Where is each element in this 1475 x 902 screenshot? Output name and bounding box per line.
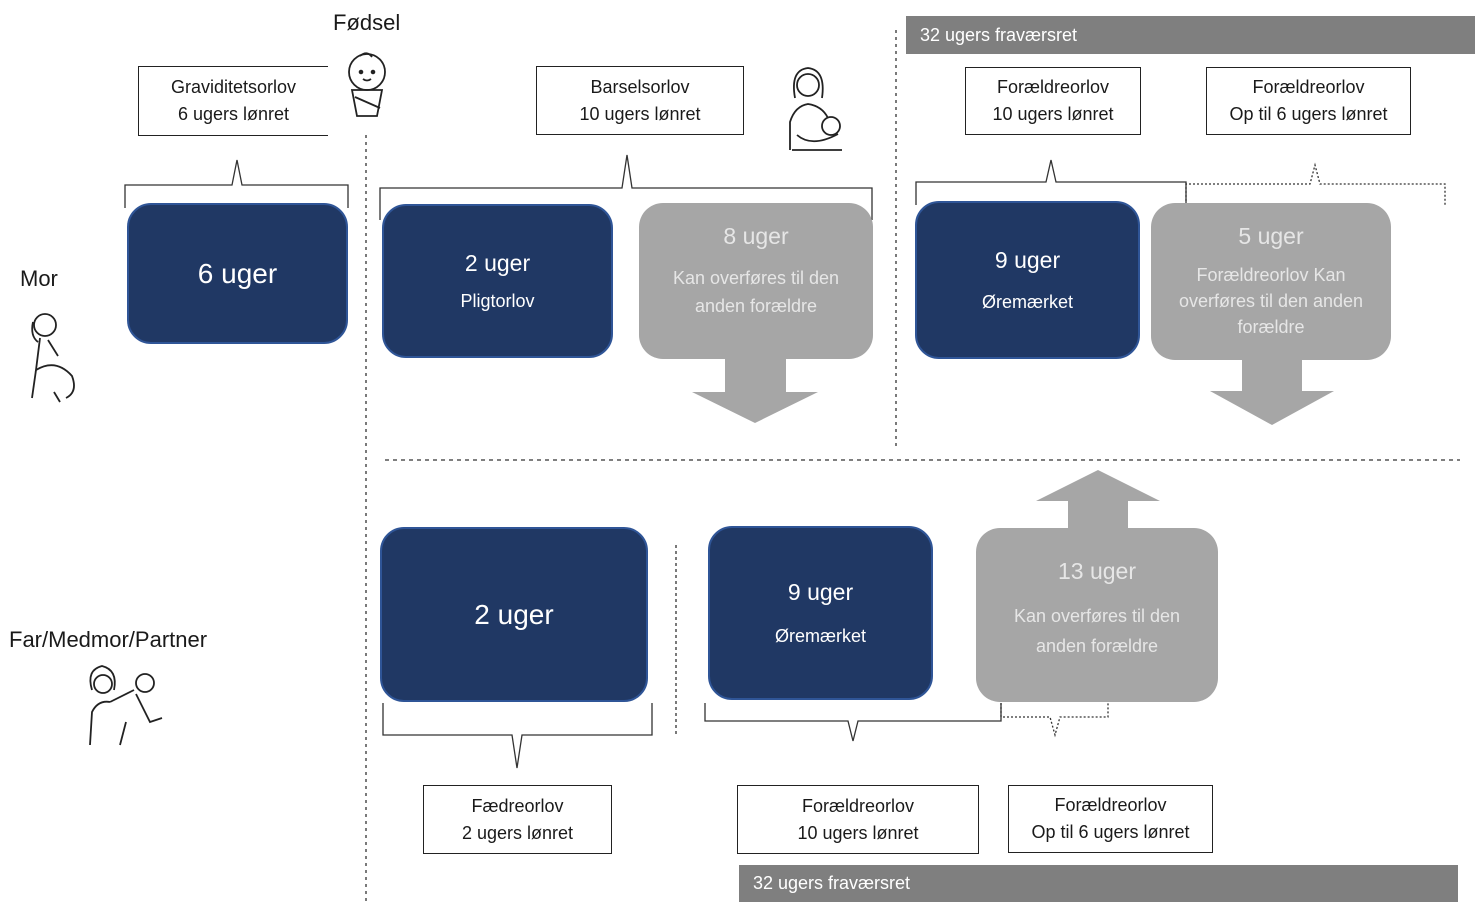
label-title: Forældreorlov: [1252, 77, 1365, 97]
absence-bar-mother: 32 ugers fraværsret: [906, 16, 1475, 54]
label-sub: 10 ugers lønret: [579, 103, 701, 124]
label-title: Graviditetsorlov: [170, 77, 297, 97]
label-graviditetsorlov: Graviditetsorlov 6 ugers lønret: [138, 66, 328, 136]
pregnant-woman-icon: [31, 313, 75, 403]
block-sub: Øremærket: [774, 626, 866, 646]
mother-label: Mor: [20, 266, 58, 291]
block-foraeldre-transferable-mor: 5 uger Forældreorlov Kan overføres til d…: [1151, 203, 1391, 360]
block-pligtorlov: 2 uger Pligtorlov: [382, 204, 613, 358]
absence-bar-partner: 32 ugers fraværsret: [739, 865, 1458, 902]
brace-foraeldre-mor: [915, 159, 1187, 205]
block-sub: Kan overføres til den anden forældre: [1013, 606, 1181, 656]
parent-with-child-icon: [89, 665, 163, 746]
label-sub: 2 ugers lønret: [461, 822, 574, 843]
label-title: Forældreorlov: [996, 77, 1110, 97]
brace-foraeldre-partner-optional: [1000, 703, 1109, 738]
label-sub: 6 ugers lønret: [177, 104, 290, 124]
mother-with-baby-icon: [789, 67, 842, 151]
label-title: Fædreorlov: [471, 795, 564, 816]
block-sub: Kan overføres til den anden forældre: [672, 268, 840, 316]
block-weeks: 6 uger: [197, 257, 278, 289]
label-title: Barselsorlov: [590, 76, 690, 97]
block-weeks: 2 uger: [474, 598, 554, 630]
label-sub: Op til 6 ugers lønret: [1031, 822, 1190, 842]
transfer-arrow-down-1: [692, 355, 818, 423]
brace-foraeldre-partner: [704, 703, 1002, 742]
label-title: Forældreorlov: [1054, 795, 1167, 815]
partner-label: Far/Medmor/Partner: [9, 627, 208, 652]
label-foraeldreorlov-partner-optional: Forældreorlov Op til 6 ugers lønret: [1008, 785, 1213, 853]
brace-graviditet: [124, 159, 349, 208]
block-weeks: 9 uger: [994, 247, 1061, 273]
birth-label: Fødsel: [333, 10, 401, 35]
block-foraeldre-oremaerket-partner: 9 uger Øremærket: [708, 526, 933, 700]
label-foraeldreorlov-partner: Forældreorlov 10 ugers lønret: [737, 785, 979, 854]
block-graviditetsorlov: 6 uger: [127, 203, 348, 344]
block-weeks: 9 uger: [787, 579, 854, 605]
block-weeks: 2 uger: [464, 250, 531, 276]
block-sub: Øremærket: [981, 292, 1073, 312]
brace-faedre: [382, 703, 653, 769]
block-foraeldre-transferable-partner: 13 uger Kan overføres til den anden foræ…: [976, 528, 1218, 702]
block-sub: Pligtorlov: [460, 291, 535, 311]
block-barsel-transferable: 8 uger Kan overføres til den anden foræl…: [639, 203, 873, 359]
transfer-arrow-down-2: [1210, 355, 1334, 425]
block-foraeldre-oremaerket-mor: 9 uger Øremærket: [915, 201, 1140, 359]
block-weeks: 5 uger: [1238, 223, 1304, 249]
label-sub: 10 ugers lønret: [992, 104, 1114, 124]
brace-barsel: [379, 154, 873, 220]
baby-icon: [348, 52, 386, 117]
label-barselsorlov: Barselsorlov 10 ugers lønret: [536, 66, 744, 135]
label-title: Forældreorlov: [801, 795, 915, 816]
label-foraeldreorlov-mor: Forældreorlov 10 ugers lønret: [965, 67, 1141, 135]
label-sub: 10 ugers lønret: [797, 822, 919, 843]
block-weeks: 8 uger: [723, 223, 789, 249]
block-weeks: 13 uger: [1057, 558, 1136, 584]
block-faedreorlov: 2 uger: [380, 527, 648, 702]
label-faedreorlov: Fædreorlov 2 ugers lønret: [423, 785, 612, 854]
block-sub: Forældreorlov Kan overføres til den ande…: [1178, 265, 1364, 337]
label-sub: Op til 6 ugers lønret: [1229, 104, 1388, 124]
label-foraeldreorlov-mor-optional: Forældreorlov Op til 6 ugers lønret: [1206, 67, 1411, 135]
transfer-arrow-up: [1036, 470, 1160, 535]
brace-foraeldre-mor-optional: [1185, 162, 1446, 205]
